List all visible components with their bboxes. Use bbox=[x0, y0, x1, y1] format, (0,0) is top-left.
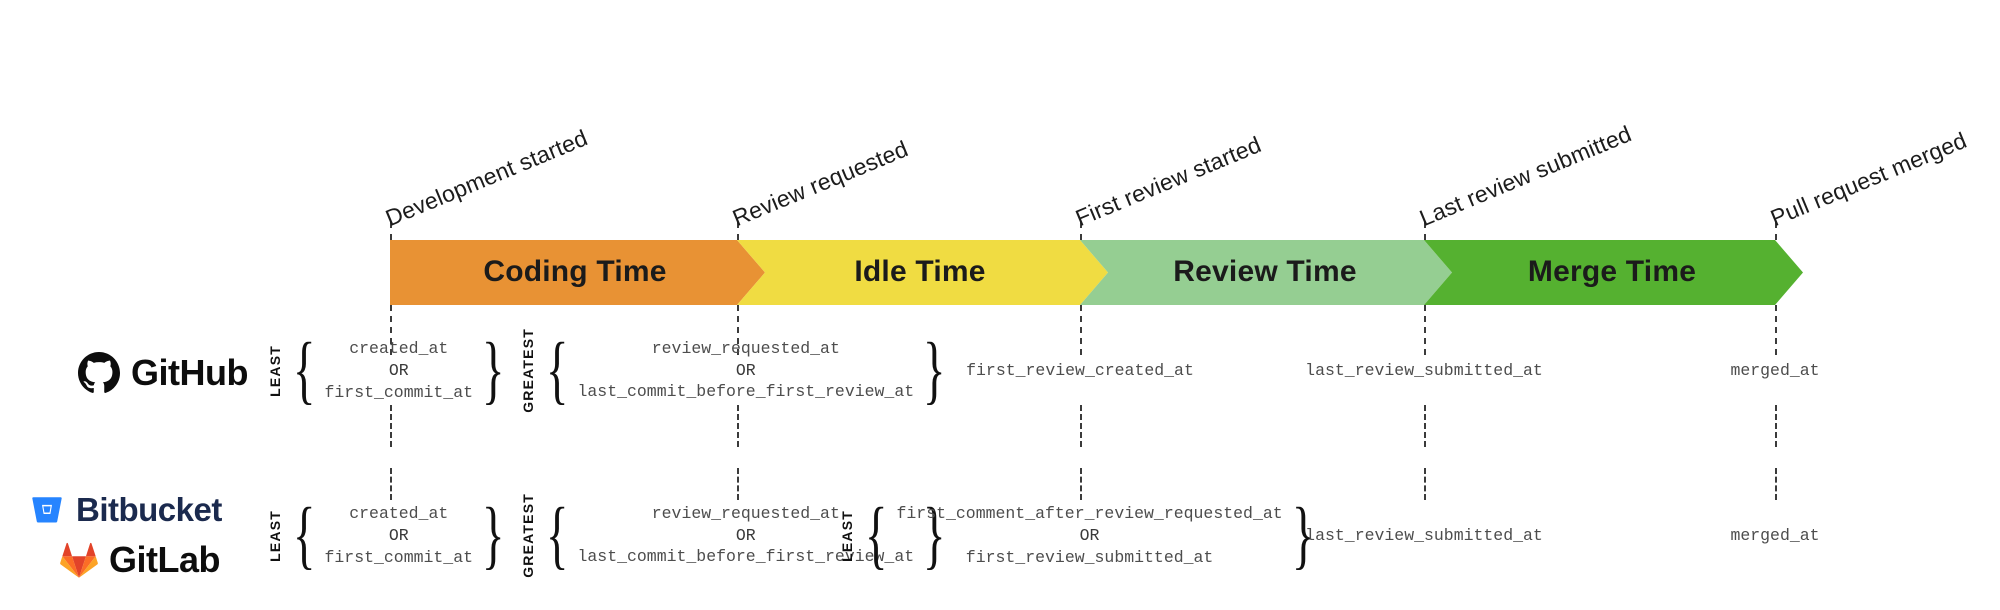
field-operator-github-development-started: LEAST bbox=[267, 344, 283, 397]
brace-right-bitbucket-gitlab-first-review-started: } bbox=[1291, 493, 1315, 578]
connector-band-to-github-pull-request-merged bbox=[1775, 305, 1777, 355]
phase-label-merge-time: Merge Time bbox=[1527, 255, 1697, 288]
field-value-line: created_at bbox=[349, 339, 449, 358]
brace-right-bitbucket-gitlab-development-started: } bbox=[481, 493, 505, 578]
brace-left-bitbucket-gitlab-first-review-started: { bbox=[864, 493, 888, 578]
connector-github-to-next-last-review-submitted bbox=[1424, 405, 1426, 447]
field-value-line: OR bbox=[388, 360, 409, 380]
connector-to-bitbucket-review-requested bbox=[737, 468, 739, 500]
bitbucket-logo: Bitbucket bbox=[30, 491, 222, 529]
field-value-line: OR bbox=[735, 525, 756, 545]
brace-left-bitbucket-gitlab-review-requested: { bbox=[545, 492, 569, 577]
connector-github-to-next-development-started bbox=[390, 405, 392, 447]
field-value-line: first_commit_at bbox=[324, 547, 474, 567]
connector-tick-top-first-review-started bbox=[1080, 222, 1082, 240]
phase-segment-review-time bbox=[1080, 240, 1452, 305]
connector-github-to-next-pull-request-merged bbox=[1775, 405, 1777, 447]
brace-right-github-development-started: } bbox=[481, 328, 505, 413]
phase-label-review-time: Review Time bbox=[1173, 255, 1357, 288]
phase-segment-coding-time bbox=[390, 240, 765, 305]
connector-tick-top-last-review-submitted bbox=[1424, 222, 1426, 240]
connector-band-to-github-last-review-submitted bbox=[1424, 305, 1426, 355]
field-bitbucket-gitlab-last-review-submitted: last_review_submitted_at bbox=[1305, 526, 1543, 545]
bitbucket-logo-icon bbox=[30, 493, 64, 527]
connector-to-bitbucket-last-review-submitted bbox=[1424, 468, 1426, 500]
field-operator-bitbucket-gitlab-development-started: LEAST bbox=[267, 509, 283, 562]
bitbucket-logo-label: Bitbucket bbox=[76, 491, 222, 528]
phase-segment-merge-time bbox=[1424, 240, 1803, 305]
field-value-line: first_commit_at bbox=[324, 382, 474, 402]
brace-left-github-review-requested: { bbox=[545, 327, 569, 412]
connector-band-to-github-review-requested bbox=[737, 305, 739, 355]
gitlab-logo-label: GitLab bbox=[109, 539, 221, 580]
brace-left-bitbucket-gitlab-development-started: { bbox=[292, 493, 316, 578]
field-value-line: review_requested_at bbox=[651, 503, 840, 523]
connector-tick-top-review-requested bbox=[737, 222, 739, 240]
github-logo-label: GitHub bbox=[131, 352, 248, 393]
connector-github-to-next-review-requested bbox=[737, 405, 739, 447]
connector-tick-top-development-started bbox=[390, 222, 392, 240]
phase-label-idle-time: Idle Time bbox=[854, 255, 986, 288]
gitlab-logo: GitLab bbox=[60, 539, 221, 581]
field-operator-github-review-requested: GREATEST bbox=[520, 328, 536, 413]
field-value-line: OR bbox=[735, 360, 756, 380]
connector-to-bitbucket-pull-request-merged bbox=[1775, 468, 1777, 500]
field-value-line: OR bbox=[388, 525, 409, 545]
field-bitbucket-gitlab-pull-request-merged: merged_at bbox=[1730, 526, 1820, 545]
field-operator-bitbucket-gitlab-review-requested: GREATEST bbox=[520, 493, 536, 578]
connector-band-to-github-first-review-started bbox=[1080, 305, 1082, 355]
field-operator-bitbucket-gitlab-first-review-started: LEAST bbox=[839, 509, 855, 562]
field-value-line: last_commit_before_first_review_at bbox=[577, 382, 915, 402]
github-logo-icon bbox=[78, 352, 120, 394]
field-value-line: review_requested_at bbox=[651, 338, 840, 358]
connector-to-bitbucket-first-review-started bbox=[1080, 468, 1082, 500]
brace-right-github-review-requested: } bbox=[923, 327, 946, 412]
field-github-first-review-started: first_review_created_at bbox=[966, 361, 1194, 380]
connector-tick-top-pull-request-merged bbox=[1775, 222, 1777, 240]
brace-right-bitbucket-gitlab-review-requested: } bbox=[923, 492, 946, 577]
field-value-line: last_commit_before_first_review_at bbox=[577, 547, 915, 567]
phase-segment-idle-time bbox=[737, 240, 1108, 305]
phase-label-coding-time: Coding Time bbox=[483, 255, 667, 288]
field-github-pull-request-merged: merged_at bbox=[1730, 361, 1820, 380]
field-value-line: first_comment_after_review_requested_at bbox=[896, 504, 1283, 523]
connector-band-to-github-development-started bbox=[390, 305, 392, 355]
connector-to-bitbucket-development-started bbox=[390, 468, 392, 500]
field-value-line: first_review_submitted_at bbox=[965, 547, 1214, 567]
field-value-line: OR bbox=[1079, 525, 1100, 545]
field-github-last-review-submitted: last_review_submitted_at bbox=[1305, 361, 1543, 380]
field-group-bitbucket-gitlab-first-review-started: LEAST{first_comment_after_review_request… bbox=[839, 493, 1321, 578]
brace-left-github-development-started: { bbox=[292, 328, 316, 413]
field-value-line: created_at bbox=[349, 504, 449, 523]
connector-github-to-next-first-review-started bbox=[1080, 405, 1082, 447]
gitlab-logo-icon bbox=[60, 541, 98, 579]
github-logo: GitHub bbox=[78, 352, 248, 394]
